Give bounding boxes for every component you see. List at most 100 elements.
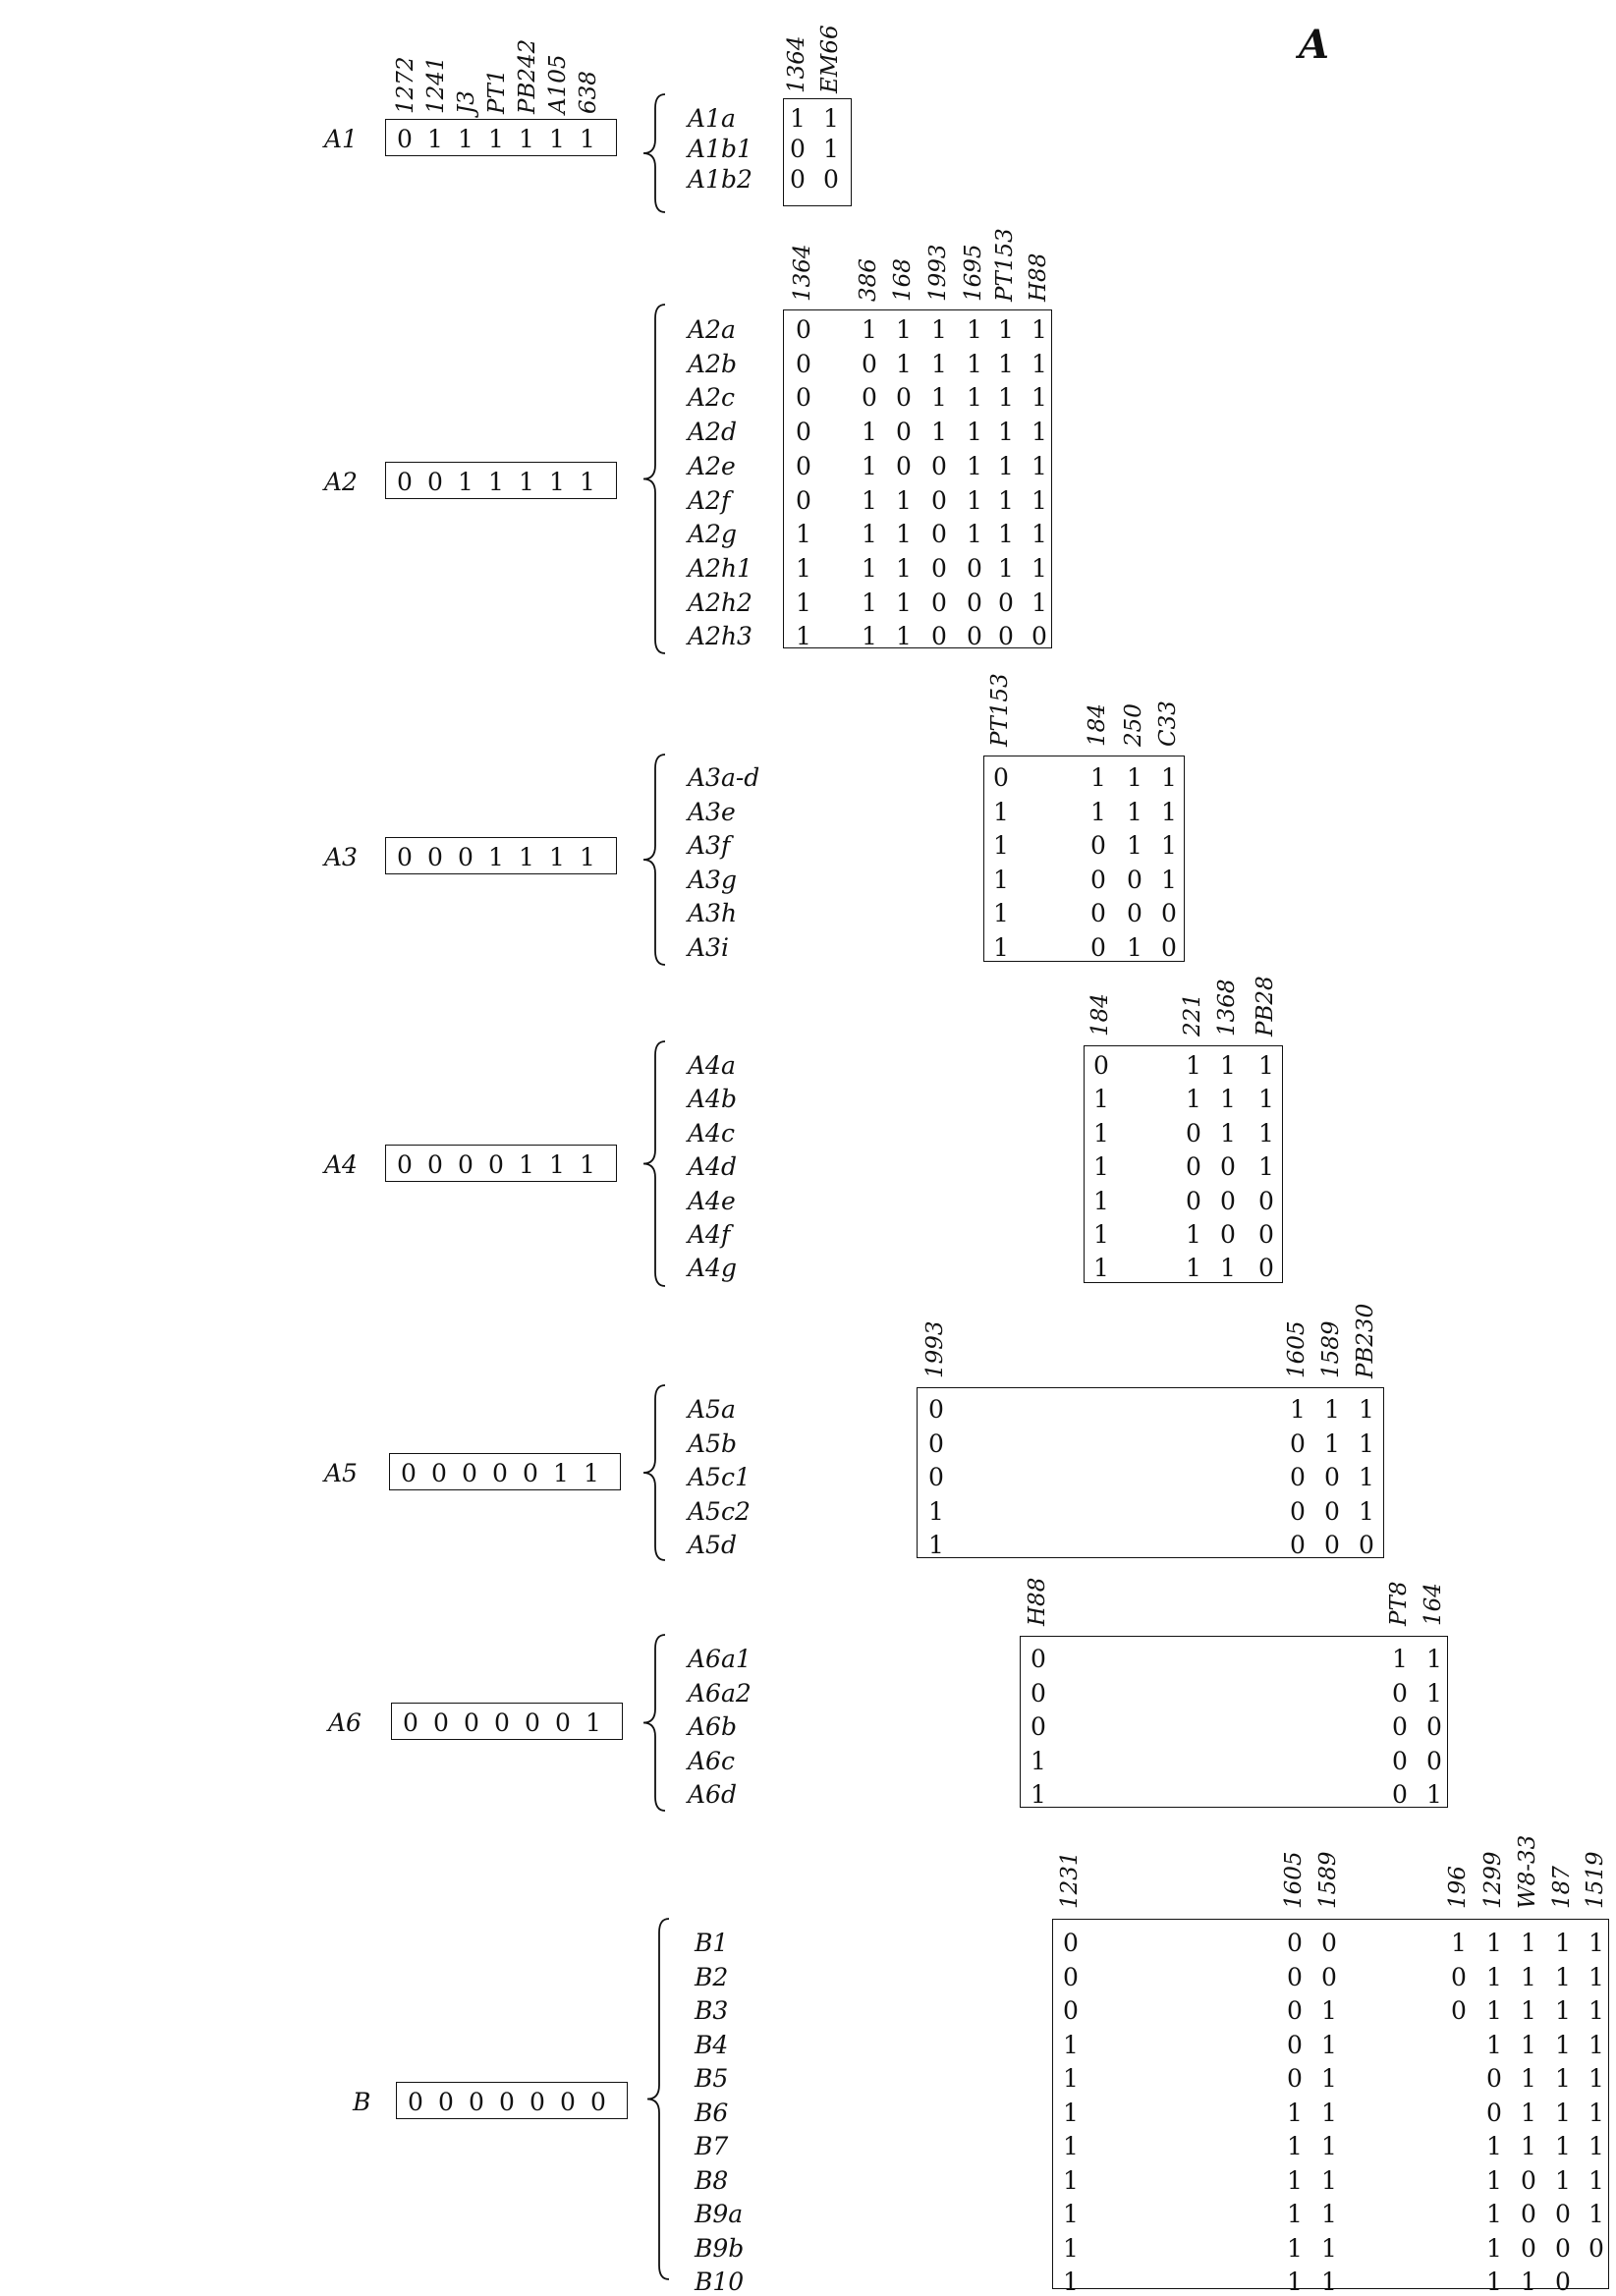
matrix-cell: 1 xyxy=(1161,831,1177,860)
matrix-cell: 0 xyxy=(1324,1463,1340,1491)
subgroup-label: A5c2 xyxy=(688,1496,751,1526)
matrix-cell: 1 xyxy=(1287,2132,1303,2160)
matrix-cell: 1 xyxy=(1220,1051,1236,1080)
matrix-cell: 1 xyxy=(998,451,1014,480)
parent-bit: 0 xyxy=(525,1708,540,1737)
matrix-cell: 0 xyxy=(896,451,912,480)
matrix-cell: 1 xyxy=(998,383,1014,413)
matrix-cell: 1 xyxy=(1321,2132,1337,2160)
matrix-cell: 1 xyxy=(862,622,877,651)
matrix-cell: 0 xyxy=(1186,1118,1201,1148)
column-header: 1364 xyxy=(790,244,815,302)
parent-bits-box xyxy=(389,1453,621,1490)
matrix-cell: 1 xyxy=(1063,2132,1079,2160)
matrix-cell: 0 xyxy=(1186,1152,1201,1182)
parent-bit: 0 xyxy=(397,468,413,496)
matrix-cell: 0 xyxy=(1258,1220,1274,1249)
matrix-cell: 0 xyxy=(1090,865,1106,894)
parent-bit: 0 xyxy=(560,2088,576,2116)
subgroup-label: B9a xyxy=(695,2200,744,2228)
matrix-cell: 1 xyxy=(1063,2064,1079,2093)
parent-bit: 0 xyxy=(397,125,413,153)
column-header: 386 xyxy=(856,258,881,302)
matrix-cell: 1 xyxy=(1063,2030,1079,2059)
matrix-cell: 0 xyxy=(1090,899,1106,927)
parent-bit: 0 xyxy=(494,1708,510,1737)
matrix-cell: 1 xyxy=(998,315,1014,344)
column-header: H88 xyxy=(1025,1577,1050,1626)
subgroup-label: A3f xyxy=(688,831,731,860)
column-header: 168 xyxy=(890,258,916,302)
matrix-cell: 0 xyxy=(790,135,806,163)
matrix-cell: 1 xyxy=(1555,2098,1571,2127)
matrix-cell: 0 xyxy=(998,588,1014,617)
matrix-cell: 0 xyxy=(1588,2233,1604,2263)
matrix-cell: 1 xyxy=(1063,2200,1079,2228)
matrix-cell: 1 xyxy=(796,553,811,583)
column-header: 1695 xyxy=(961,244,986,302)
matrix-cell: 0 xyxy=(1359,1531,1374,1559)
matrix-cell: 1 xyxy=(1093,1186,1109,1215)
matrix-cell: 1 xyxy=(1031,520,1047,549)
matrix-cell: 1 xyxy=(1093,1085,1109,1114)
matrix-cell: 1 xyxy=(1031,553,1047,583)
matrix-cell: 1 xyxy=(998,349,1014,378)
subgroup-label: A2d xyxy=(688,418,737,447)
matrix-cell: 0 xyxy=(967,622,982,651)
matrix-cell: 1 xyxy=(1090,763,1106,792)
matrix-cell: 1 xyxy=(1555,1929,1571,1957)
column-header: 1364 xyxy=(784,35,809,93)
matrix-cell: 0 xyxy=(1093,1051,1109,1080)
matrix-box xyxy=(783,309,1052,648)
matrix-cell: 1 xyxy=(967,315,982,344)
parent-bit: 0 xyxy=(499,2088,515,2116)
matrix-cell: 0 xyxy=(1031,622,1047,651)
matrix-cell: 1 xyxy=(1093,1152,1109,1182)
parent-bit: 1 xyxy=(549,468,565,496)
matrix-cell: 1 xyxy=(1127,797,1142,826)
subgroup-label: A5a xyxy=(688,1395,736,1424)
matrix-cell: 1 xyxy=(1287,2165,1303,2195)
parent-bit: 1 xyxy=(580,843,595,871)
matrix-cell: 1 xyxy=(931,315,947,344)
matrix-cell: 0 xyxy=(931,520,947,549)
matrix-cell: 0 xyxy=(1287,1962,1303,1991)
matrix-cell: 1 xyxy=(967,451,982,480)
matrix-cell: 0 xyxy=(1486,2064,1502,2093)
matrix-cell: 1 xyxy=(1258,1152,1274,1182)
matrix-cell: 1 xyxy=(1392,1645,1408,1673)
matrix-cell: 1 xyxy=(1093,1254,1109,1283)
column-header: 1368 xyxy=(1214,979,1240,1036)
subgroup-label: B3 xyxy=(695,1996,729,2025)
matrix-cell: 1 xyxy=(862,588,877,617)
column-header: PB28 xyxy=(1253,976,1278,1036)
matrix-cell: 0 xyxy=(790,165,806,194)
matrix-cell: 0 xyxy=(928,1463,944,1491)
matrix-cell: 1 xyxy=(998,553,1014,583)
matrix-cell: 1 xyxy=(1555,1996,1571,2025)
matrix-cell: 0 xyxy=(1521,2233,1536,2263)
subgroup-label: A2f xyxy=(688,485,731,515)
matrix-cell: 1 xyxy=(1287,2233,1303,2263)
matrix-cell: 1 xyxy=(993,899,1009,927)
matrix-cell: 1 xyxy=(1324,1428,1340,1458)
matrix-cell: 1 xyxy=(1426,1645,1442,1673)
matrix-cell: 1 xyxy=(1161,763,1177,792)
parent-bit: 0 xyxy=(401,1459,417,1487)
column-header: PT153 xyxy=(987,673,1013,747)
matrix-cell: 1 xyxy=(928,1496,944,1526)
parent-bit: 0 xyxy=(397,843,413,871)
matrix-cell: 1 xyxy=(1588,2098,1604,2127)
parent-bit: 1 xyxy=(427,125,443,153)
parent-bits-box xyxy=(385,1145,617,1182)
matrix-cell: 1 xyxy=(1486,1962,1502,1991)
parent-bit: 1 xyxy=(580,468,595,496)
subgroup-label: A2h1 xyxy=(688,553,752,583)
matrix-cell: 1 xyxy=(1186,1254,1201,1283)
parent-column-header: PB242 xyxy=(515,38,540,114)
parent-bit: 1 xyxy=(580,1150,595,1179)
parent-bit: 0 xyxy=(469,2088,484,2116)
matrix-cell: 1 xyxy=(1220,1118,1236,1148)
subgroup-label: A6b xyxy=(688,1712,737,1741)
